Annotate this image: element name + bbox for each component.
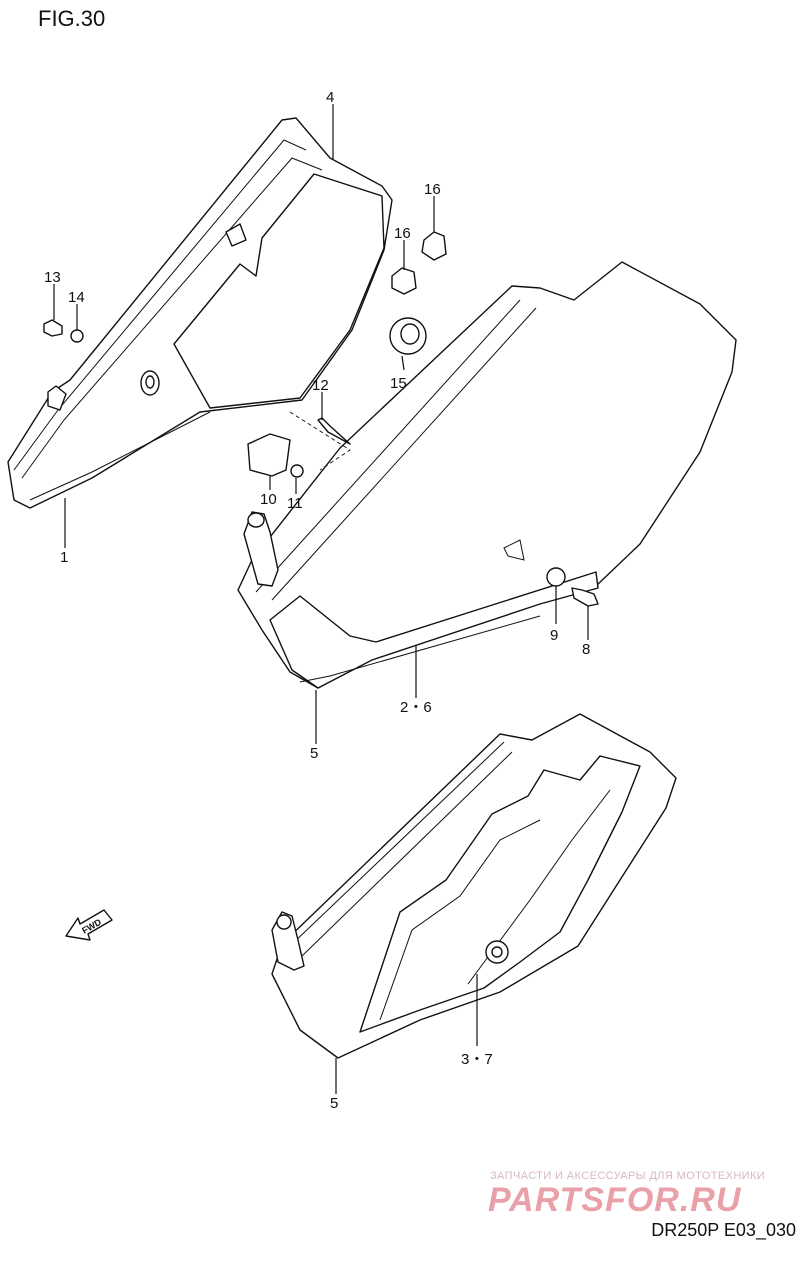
side-cover-upper [7,117,393,509]
callout-2-6: 2・6 [400,699,432,716]
lower-cover-peg-cap [276,914,292,930]
fwd-arrow-icon [65,909,113,941]
callout-15: 15 [390,375,407,392]
frame-cover-slot [503,539,525,561]
callout-11: 11 [287,495,303,512]
cover-mount-tab [47,385,67,411]
frame-cover-lower-line [299,615,541,683]
bolt-13 [43,319,63,337]
figure-title: FIG.30 [38,6,106,31]
frame-cover-peg [243,511,279,587]
frame-cover-lower [271,713,677,1059]
lower-cover-decal-flame [379,819,541,1021]
drawing-code: DR250P E03_030 [651,1220,796,1240]
small-parts [43,231,599,607]
cap-16-lower [391,267,417,295]
lower-cover-decal [359,755,641,1033]
watermark-logo: PARTSFOR.RU [488,1181,742,1219]
lower-cover-grommet-inner [491,946,503,958]
callout-16-lower: 16 [394,225,411,242]
fwd-arrow: FWD [65,909,113,941]
callout-14: 14 [68,289,85,306]
side-cover-bottom-edge [29,411,211,501]
callout-13: 13 [44,269,61,286]
screw-8 [571,587,599,607]
frame-cover-peg-cap [247,512,265,528]
callout-10: 10 [260,491,277,508]
bracket-10 [247,433,291,477]
frame-cover-rail-outer [255,299,521,593]
callout-12: 12 [312,377,329,394]
callout-1: 1 [60,549,68,566]
frame-cover-rail-inner [271,307,537,601]
leader-lines [53,104,589,1094]
frame-cover-middle [237,261,737,689]
rivet-12 [317,417,351,445]
callout-8: 8 [582,641,590,658]
cover-top-clip [225,223,247,247]
cover-grommet-hole-inner [145,375,155,389]
callout-labels: 4 16 16 13 14 15 12 10 11 1 9 8 2・6 5 3・… [44,89,590,1112]
side-cover-inner-rail-2 [21,157,323,479]
cap-16-upper [421,231,447,261]
side-cover-inner-rail [13,139,307,471]
callout-5-middle: 5 [310,745,318,762]
frame-cover-lower-lip [269,571,599,689]
side-cover-panel [173,173,385,409]
lower-cover-rail [289,741,505,947]
callout-16-upper: 16 [424,181,441,198]
callout-3-7: 3・7 [461,1051,493,1068]
bracket-guide [289,411,351,471]
callout-9: 9 [550,627,558,644]
callout-4: 4 [326,89,334,106]
washer-14 [70,329,84,343]
callout-5-lower: 5 [330,1095,338,1112]
washer-9 [546,567,566,587]
lower-cover-rail-2 [301,751,513,957]
nut-11 [290,464,304,478]
grommet-15-inner [400,323,420,345]
watermark-caption: ЗАПЧАСТИ И АКСЕССУАРЫ ДЛЯ МОТОТЕХНИКИ [490,1170,766,1182]
